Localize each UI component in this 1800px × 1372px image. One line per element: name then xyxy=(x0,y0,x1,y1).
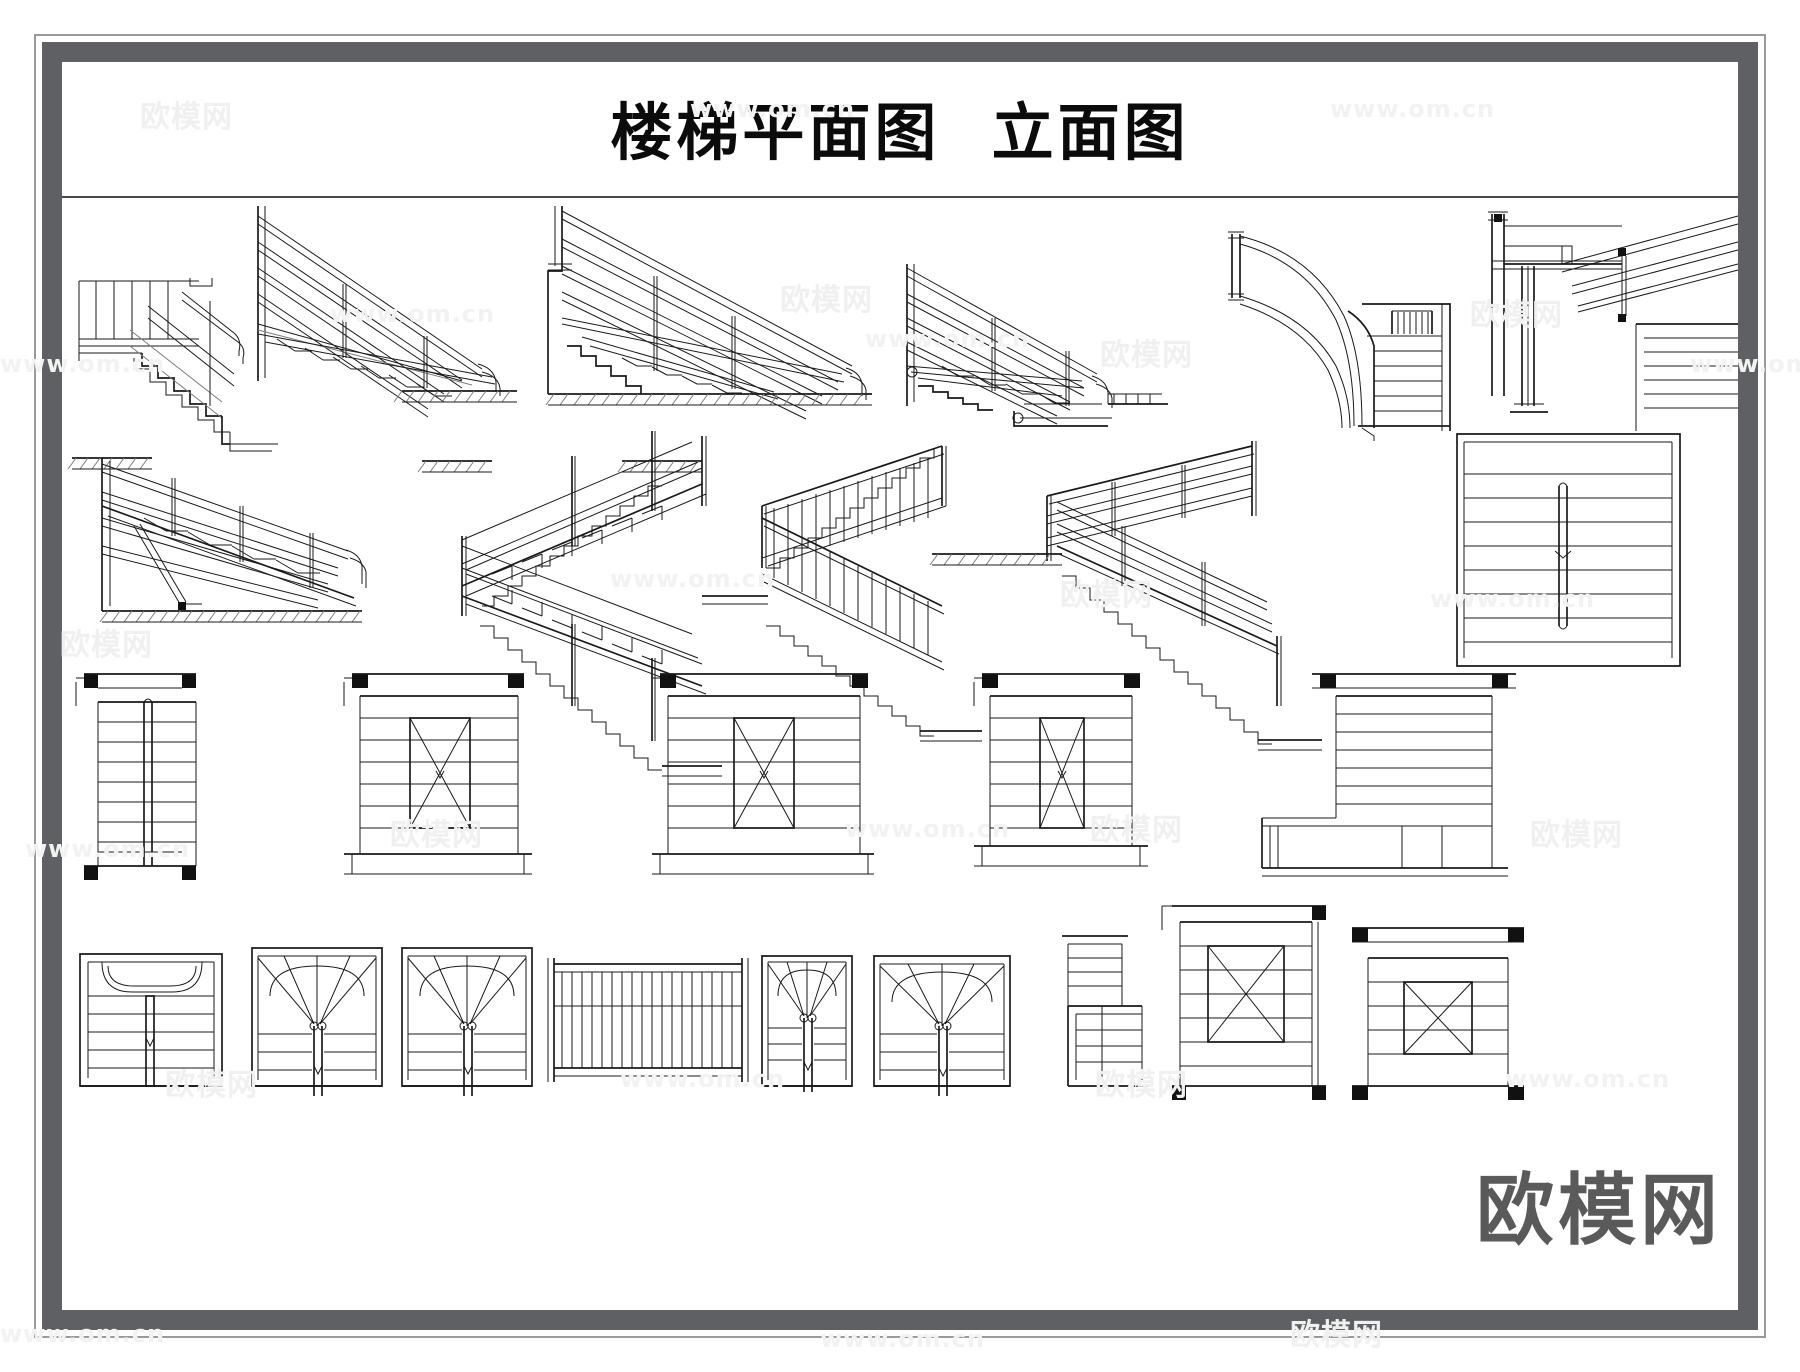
drawing-winder-stair-plan-right xyxy=(402,948,532,1096)
drawing-stair-plan-large-crossed xyxy=(1162,906,1326,1100)
cad-vector-canvas xyxy=(67,206,1738,1100)
drawing-stair-plan-double-run-crossed xyxy=(344,674,532,874)
drawing-stair-plan-l-shaped xyxy=(1262,674,1516,876)
drawing-stair-plan-single-run xyxy=(1457,434,1680,666)
drawing-stair-elevation-stepped-handrail xyxy=(79,278,278,451)
drawing-stair-section-with-strut xyxy=(67,458,366,622)
drawing-area xyxy=(62,206,1738,1322)
drawing-stair-section-with-landing xyxy=(907,264,1168,426)
sheet-title: 楼梯平面图 立面图 xyxy=(610,96,1190,169)
sheet-frame-inner xyxy=(42,42,1758,1330)
drawing-switchback-stair-elevation-balusters xyxy=(702,446,982,741)
drawing-stair-plan-double-run-narrow xyxy=(974,674,1148,866)
drawing-stair-plan-small-l xyxy=(1062,936,1148,1086)
drawing-zigzag-double-flight-stair-section xyxy=(417,431,722,776)
drawing-winder-stair-plan-double xyxy=(874,956,1010,1096)
drawing-winder-stair-plan-left xyxy=(252,948,382,1096)
title-divider xyxy=(62,196,1738,198)
drawing-stair-plan-curved-landing xyxy=(80,954,222,1086)
drawing-stair-plan-double-run-bottom xyxy=(1352,928,1524,1100)
drawing-curved-stringer-stair-elevation xyxy=(1228,232,1450,441)
drawing-stair-plan-straight-run xyxy=(76,674,196,880)
drawing-stair-elevation-horizontal-rail xyxy=(258,206,517,417)
drawing-stair-section-horizontal-rail-wall xyxy=(545,206,872,419)
drawing-railing-elevation-balusters xyxy=(548,958,748,1082)
drawing-stair-section-structural-detail xyxy=(1488,212,1738,431)
drawing-two-flight-stair-elevation xyxy=(929,441,1322,750)
drawing-stair-plan-double-run-wide xyxy=(652,674,874,874)
drawing-spiral-stair-plan-quarter xyxy=(762,956,852,1092)
